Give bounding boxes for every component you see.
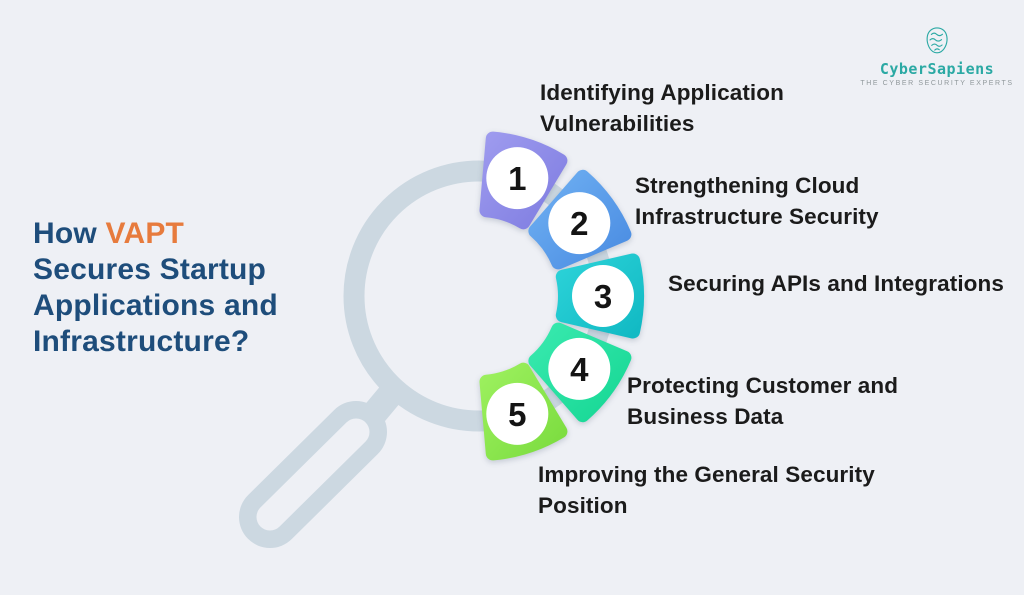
step-label-line: Strengthening Cloud bbox=[635, 173, 860, 198]
step-number-badge-2 bbox=[548, 192, 611, 255]
step-number-5: 5 bbox=[508, 396, 526, 433]
title-highlight: VAPT bbox=[105, 217, 185, 250]
step-label-3: Securing APIs and Integrations bbox=[668, 268, 1004, 299]
step-label-line: Protecting Customer and bbox=[627, 373, 899, 398]
step-label-4: Protecting Customer and Business Data bbox=[627, 370, 898, 432]
segments-group: 1 234 5 bbox=[479, 131, 644, 461]
step-number-badge-4 bbox=[548, 337, 611, 400]
title-line-3: Applications and bbox=[33, 289, 278, 322]
step-number-2: 2 bbox=[570, 205, 588, 242]
step-label-line: Business Data bbox=[627, 404, 784, 429]
step-number-3: 3 bbox=[594, 278, 612, 315]
step-number-badge-1 bbox=[486, 147, 549, 210]
cybersapiens-logo: CyberSapiens THE CYBER SECURITY EXPERTS bbox=[860, 26, 1014, 87]
page-title: How VAPT Secures Startup Applications an… bbox=[33, 216, 333, 360]
step-number-1: 1 bbox=[508, 160, 526, 197]
step-number-badge-3 bbox=[572, 265, 634, 327]
step-number-badge-5 bbox=[486, 382, 549, 445]
step-label-2: Strengthening Cloud Infrastructure Secur… bbox=[635, 170, 879, 232]
step-label-line: Position bbox=[538, 493, 628, 518]
brain-icon bbox=[926, 27, 948, 54]
step-label-line: Improving the General Security bbox=[538, 462, 875, 487]
step-label-line: Vulnerabilities bbox=[540, 111, 695, 136]
title-prefix: How bbox=[33, 217, 97, 250]
step-label-1: Identifying Application Vulnerabilities bbox=[540, 77, 784, 139]
step-label-5: Improving the General Security Position bbox=[538, 459, 875, 521]
title-line-2: Secures Startup bbox=[33, 253, 267, 286]
step-label-line: Identifying Application bbox=[540, 80, 784, 105]
magnifier-handle-hollow bbox=[256, 418, 370, 531]
title-line-1: How VAPT bbox=[33, 216, 333, 252]
step-number-4: 4 bbox=[570, 351, 589, 388]
logo-tagline: THE CYBER SECURITY EXPERTS bbox=[860, 80, 1014, 87]
logo-name: CyberSapiens bbox=[879, 60, 995, 78]
title-line-4: Infrastructure? bbox=[33, 325, 250, 358]
step-label-line: Infrastructure Security bbox=[635, 204, 879, 229]
step-label-line: Securing APIs and Integrations bbox=[668, 271, 1004, 296]
